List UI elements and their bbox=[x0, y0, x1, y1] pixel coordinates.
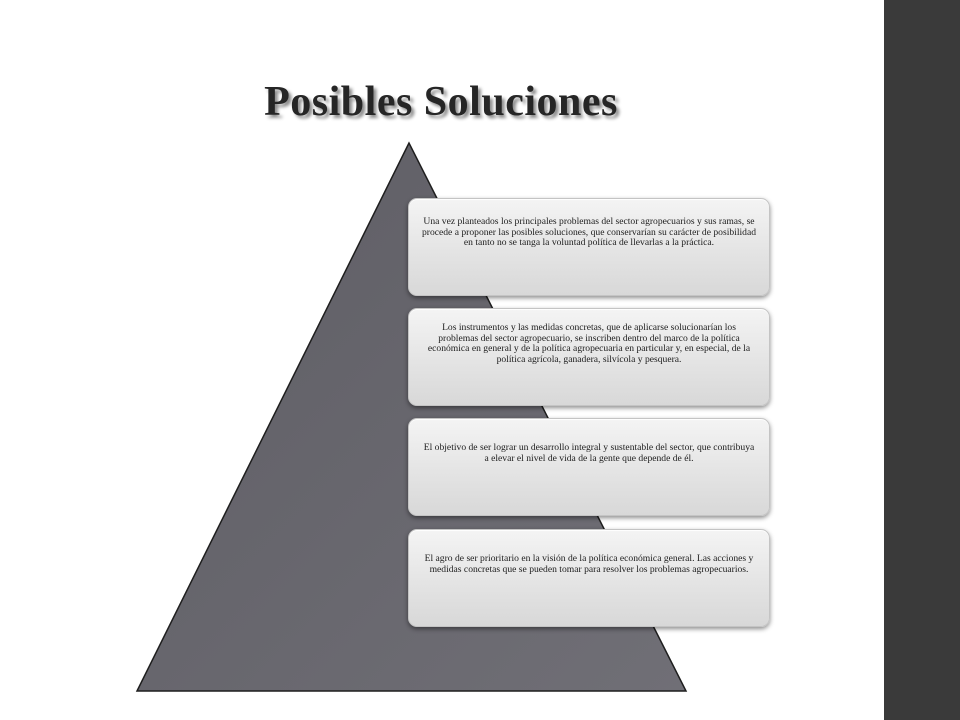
pyramid-level-4: El agro de ser prioritario en la visión … bbox=[408, 529, 770, 627]
slide-title: Posibles Soluciones bbox=[264, 79, 618, 126]
sidebar-bar bbox=[884, 0, 960, 720]
pyramid-level-2: Los instrumentos y las medidas concretas… bbox=[408, 308, 770, 406]
pyramid-level-1: Una vez planteados los principales probl… bbox=[408, 198, 770, 296]
pyramid-level-2-text: Los instrumentos y las medidas concretas… bbox=[427, 322, 751, 365]
pyramid-level-3: El objetivo de ser lograr un desarrollo … bbox=[408, 418, 770, 516]
pyramid-level-3-text: El objetivo de ser lograr un desarrollo … bbox=[423, 442, 755, 464]
pyramid-level-1-text: Una vez planteados los principales probl… bbox=[421, 216, 757, 248]
pyramid-level-4-text: El agro de ser prioritario en la visión … bbox=[424, 553, 754, 575]
